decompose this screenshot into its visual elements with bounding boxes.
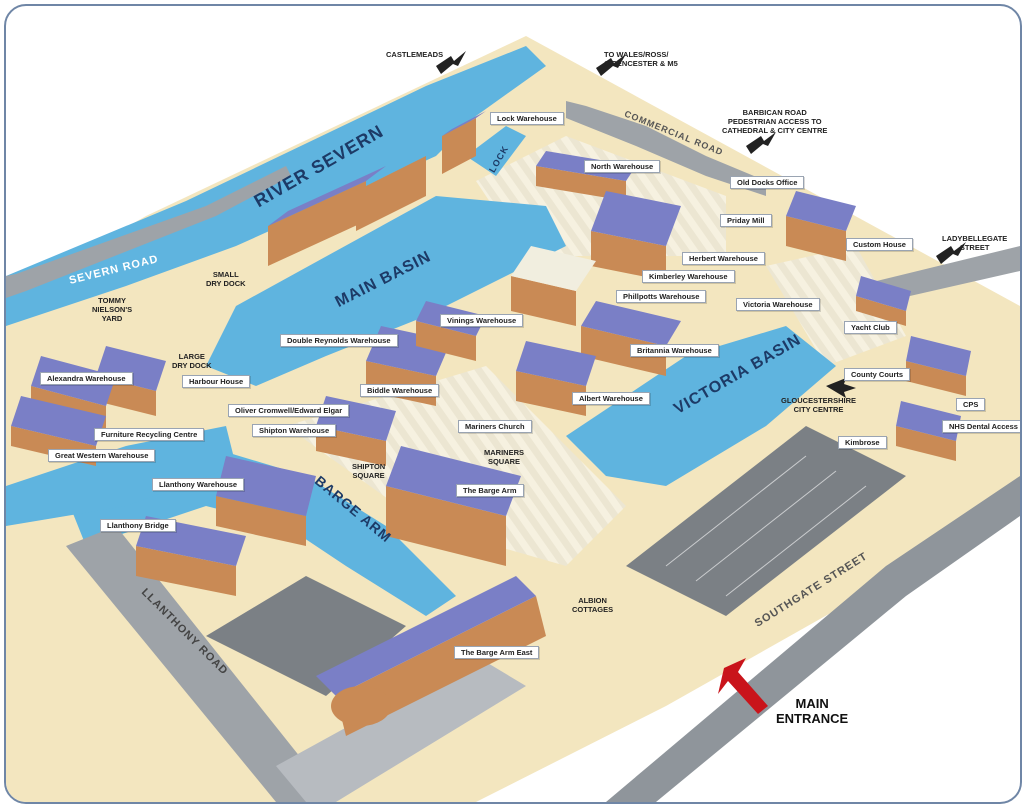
herbert-warehouse-label[interactable]: Herbert Warehouse [682,252,765,265]
vinings-warehouse-label[interactable]: Vinings Warehouse [440,314,524,327]
biddle-warehouse-label[interactable]: Biddle Warehouse [360,384,440,397]
llanthony-road [66,526,336,802]
yacht-club-label[interactable]: Yacht Club [844,321,897,334]
mariners-church-label[interactable]: Mariners Church [458,420,532,433]
albion-cottages-label: ALBION COTTAGES [572,596,614,614]
southgate-street [606,476,1020,802]
castlemeads-direction: CASTLEMEADS [386,50,444,59]
car-park-east [626,426,906,616]
ladybellegate-direction: LADYBELLEGATE STREET [942,234,1008,252]
victoria-warehouse-label[interactable]: Victoria Warehouse [736,298,820,311]
commercial-road [566,101,766,196]
kimberley-warehouse-label[interactable]: Kimberley Warehouse [642,270,735,283]
dry-dock-water [6,426,236,526]
river-severn-water [6,46,546,326]
kimbrose-label[interactable]: Kimbrose [838,436,887,449]
great-western-warehouse-label[interactable]: Great Western Warehouse [48,449,156,462]
buildings-layer [11,111,971,736]
the-barge-arm-east-label[interactable]: The Barge Arm East [454,646,540,659]
direction-arrows [436,51,966,398]
county-courts-label[interactable]: County Courts [844,368,911,381]
llanthony-warehouse-label[interactable]: Llanthony Warehouse [152,478,245,491]
severn-road [6,166,291,298]
large-dry-dock-label: LARGE DRY DOCK [172,352,212,370]
furniture-recycling-label[interactable]: Furniture Recycling Centre [94,428,205,441]
cps-label[interactable]: CPS [956,398,986,411]
harbour-house-label[interactable]: Harbour House [182,375,251,388]
double-reynolds-warehouse-label[interactable]: Double Reynolds Warehouse [280,334,398,347]
llanthony-bridge-label[interactable]: Llanthony Bridge [100,519,176,532]
alexandra-warehouse-label[interactable]: Alexandra Warehouse [40,372,133,385]
lower-road [276,656,526,802]
small-dry-dock-label: SMALL DRY DOCK [206,270,246,288]
albert-warehouse-label[interactable]: Albert Warehouse [572,392,650,405]
main-entrance-arrow [718,658,768,714]
oliver-cromwell-label[interactable]: Oliver Cromwell/Edward Elgar [228,404,350,417]
britannia-warehouse-label[interactable]: Britannia Warehouse [630,344,719,357]
wales-direction: TO WALES/ROSS/ CIRENCESTER & M5 [604,50,678,68]
main-entrance-label: MAIN ENTRANCE [776,696,849,726]
shipton-warehouse-label[interactable]: Shipton Warehouse [252,424,337,437]
shipton-square-label: SHIPTON SQUARE [352,462,386,480]
gloucestershire-direction: GLOUCESTERSHIRE CITY CENTRE [781,396,857,414]
priday-mill-label[interactable]: Priday Mill [720,214,772,227]
map-frame: CASTLEMEADS TO WALES/ROSS/ CIRENCESTER &… [4,4,1022,804]
custom-house-label[interactable]: Custom House [846,238,913,251]
barbican-direction: BARBICAN ROAD PEDESTRIAN ACCESS TO CATHE… [722,108,828,135]
tommy-nielsons-yard-label: TOMMY NIELSON'S YARD [92,296,133,323]
site-map [6,36,1020,802]
lock-water [466,126,526,176]
the-barge-arm-label[interactable]: The Barge Arm [456,484,524,497]
north-warehouse-label[interactable]: North Warehouse [584,160,661,173]
mariners-square-label: MARINERS SQUARE [484,448,525,466]
victoria-basin-water [566,326,836,486]
lock-warehouse-label[interactable]: Lock Warehouse [490,112,564,125]
phillpotts-warehouse-label[interactable]: Phillpotts Warehouse [616,290,707,303]
old-docks-office-label[interactable]: Old Docks Office [730,176,805,189]
nhs-dental-access-label[interactable]: NHS Dental Access [942,420,1020,433]
plaza-east [766,246,906,366]
